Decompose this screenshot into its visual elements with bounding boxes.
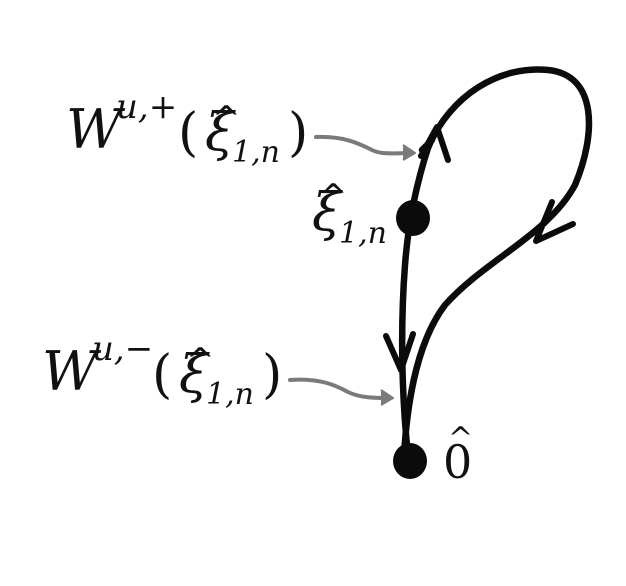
label-minus-xi: ξ [179,345,210,405]
arrow-down-icon [383,331,416,373]
label-point-xi: ^ ξ 1,n [312,177,387,251]
label-minus-subscript: 1,n [206,377,254,412]
arrow-up-icon [418,124,451,163]
pointer-arrowhead-minus-icon [380,389,394,406]
label-plus-xi: ξ [205,103,236,163]
label-origin-hat: ^ [448,421,473,456]
label-minus-xi-hat: ^ [186,341,215,381]
label-origin-zero: 0 [443,435,472,489]
label-point-xi-symbol: ξ [312,183,343,243]
label-origin: ^ 0 [443,421,473,489]
pointer-arrow-plus [314,134,414,156]
arrow-down-left-icon [533,199,576,244]
label-plus-subscript: 1,n [232,135,280,170]
pointer-arrowhead-plus-icon [402,144,416,161]
label-minus-close-paren: ) [262,345,282,405]
label-plus-W: W [66,98,126,161]
homoclinic-loop-curve [398,66,593,459]
label-minus-W: W [42,340,102,403]
equilibrium-point-xi [396,200,430,236]
label-plus-xi-hat: ^ [212,99,241,139]
label-plus-open-paren: ( [178,103,198,163]
label-unstable-manifold-plus: W u,+ ( ^ ξ 1,n ) [66,87,308,170]
pointer-arrow-minus [288,377,392,400]
label-plus-superscript: u,+ [116,87,177,127]
label-unstable-manifold-minus: W u,− ( ^ ξ 1,n ) [42,329,282,412]
label-minus-open-paren: ( [152,345,172,405]
label-minus-superscript: u,− [92,329,153,369]
label-point-xi-subscript: 1,n [339,216,387,251]
origin-point [393,443,427,479]
label-point-xi-hat: ^ [319,177,348,217]
label-plus-close-paren: ) [288,103,308,163]
